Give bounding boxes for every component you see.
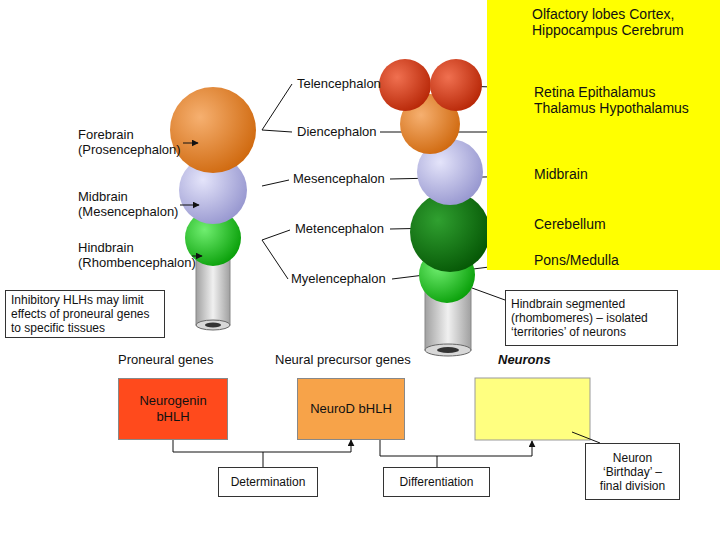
telencephalon-vesicle — [379, 59, 431, 111]
info-panel: Olfactory lobes Cortex, Hippocampus Cere… — [487, 0, 720, 270]
leader-line — [437, 456, 438, 467]
callout-box: Neuron ‘Birthday’ – final division — [585, 443, 680, 500]
part-label: Neural precursor genes — [275, 352, 445, 367]
leader-line — [472, 288, 505, 300]
part-label: Myelencephalon — [291, 271, 396, 286]
spinal-cord-end — [425, 344, 471, 356]
fan-line — [262, 130, 292, 132]
node-text: Midbrain — [534, 166, 714, 182]
gene-box: NeuroD bHLH — [297, 378, 405, 440]
flow-connector — [173, 440, 351, 452]
node-text: Inhibitory HLHs may limit effects of pro… — [11, 293, 159, 335]
gene-box: Neurogenin bHLH — [118, 378, 228, 440]
part-label: Metencephalon — [295, 221, 395, 236]
note-box: Hindbrain segmented (rhombomeres) – isol… — [505, 290, 678, 346]
part-label: Neurons — [498, 352, 588, 367]
part-label: Forebrain (Prosencephalon) — [78, 127, 193, 157]
part-label: Midbrain (Mesencephalon) — [78, 189, 193, 219]
leader-line — [572, 432, 600, 443]
node-text: Pons/Medulla — [534, 252, 714, 268]
node-text: Determination — [231, 475, 306, 489]
fan-line — [262, 180, 289, 186]
spinal-canal — [437, 347, 459, 353]
node-text: Differentiation — [400, 475, 474, 489]
part-label: Proneural genes — [118, 352, 248, 367]
part-label: Hindbrain (Rhombencephalon) — [78, 240, 203, 270]
fan-line — [262, 84, 292, 130]
note-box: Inhibitory HLHs may limit effects of pro… — [5, 290, 165, 338]
label-arrow — [183, 143, 198, 144]
node-text: Hindbrain segmented (rhombomeres) – isol… — [511, 297, 672, 339]
spinal-cord-end — [196, 320, 230, 330]
neuron-box — [475, 378, 590, 440]
node-text: Neuron ‘Birthday’ – final division — [591, 451, 674, 493]
node-text: Retina Epithalamus Thalamus Hypothalamus — [534, 84, 714, 116]
node-text: Olfactory lobes Cortex, Hippocampus Cere… — [532, 6, 717, 38]
label-arrow — [180, 205, 199, 206]
node-text: Cerebellum — [534, 216, 714, 232]
node-text: Neurogenin bHLH — [123, 393, 223, 425]
stage-box: Determination — [218, 467, 318, 497]
leader-line — [263, 452, 264, 467]
stage-connector — [380, 440, 532, 456]
part-label: Mesencephalon — [293, 171, 393, 186]
spinal-canal — [205, 323, 221, 328]
part-label: Telencephalon — [297, 76, 397, 91]
telencephalon-vesicle — [430, 59, 482, 111]
stage-box: Differentiation — [383, 467, 490, 497]
node-text: NeuroD bHLH — [310, 401, 392, 417]
part-label: Diencephalon — [297, 124, 397, 139]
forebrain-vesicle — [170, 87, 256, 173]
fan-line — [262, 240, 288, 279]
fan-line — [262, 230, 290, 240]
